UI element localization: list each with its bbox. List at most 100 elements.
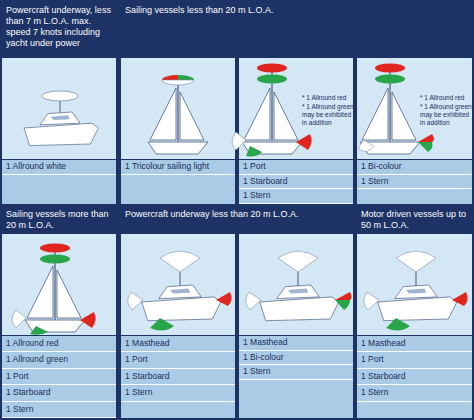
- powercraft-bicolour-part: [335, 300, 350, 310]
- motor-vessel-part: [452, 292, 468, 306]
- light-item: 1 Port: [239, 160, 353, 175]
- sailboat-sidelights-part: [257, 75, 287, 84]
- footnote: * 1 Allround green may be exhibited in a…: [420, 103, 472, 127]
- powercraft-sidelights-part: [142, 271, 221, 320]
- light-item: 1 Stern: [357, 385, 472, 401]
- cell-background: [2, 58, 472, 335]
- footnote: * 1 Allround green may be exhibited in a…: [302, 103, 354, 127]
- footnote: * 1 Allround red: [302, 94, 354, 102]
- light-item: 1 Masthead: [357, 336, 472, 352]
- powercraft-sidelights-part: [160, 251, 200, 272]
- motor-vessel-part: [378, 271, 457, 320]
- light-item: 1 Stern: [2, 402, 116, 418]
- sailboat-sidelights-part: [246, 146, 262, 157]
- light-item: 1 Tricolour sailing light: [121, 160, 235, 175]
- header-band: Motor driven vessels up to 50 m L.O.A.: [357, 206, 472, 233]
- light-item: 1 Starboard: [2, 385, 116, 401]
- header-text: Powercraft underway, less than 7 m L.O.A…: [6, 5, 112, 49]
- sailboat-large-part: [80, 312, 96, 328]
- motor-vessel-part: [364, 292, 379, 310]
- sailboat-tricolour-part: [162, 75, 178, 80]
- sailboat-large-part: [30, 326, 48, 335]
- light-item: 1 Starboard: [239, 175, 353, 190]
- sailboat-large-part: [12, 310, 26, 328]
- sailboat-sidelights-part: [257, 64, 287, 73]
- powercraft-allround-part: [42, 91, 78, 101]
- powercraft-bicolour-part: [260, 271, 339, 320]
- cell-background-part: [121, 234, 235, 335]
- light-item: 1 Bi-colour: [239, 351, 353, 366]
- header-text: Sailing vessels more than 20 m L.O.A.: [6, 209, 112, 231]
- sailboat-bicolour-part: [418, 142, 433, 152]
- motor-vessel: [364, 251, 468, 331]
- sailboat-sidelights-part: [296, 134, 312, 150]
- light-item: 1 Starboard: [357, 369, 472, 385]
- header-text: Motor driven vessels up to 50 m L.O.A.: [361, 209, 468, 231]
- header-band: Powercraft underway less than 20 m L.O.A…: [121, 206, 353, 233]
- powercraft-bicolour-part: [246, 292, 261, 310]
- sailboat-large: [12, 244, 96, 335]
- powercraft-bicolour: [246, 251, 352, 321]
- powercraft-allround-part: [24, 99, 98, 145]
- powercraft-sidelights: [128, 251, 232, 331]
- light-item: 1 Allround green: [2, 352, 116, 368]
- sailboat-bicolour-part: [418, 134, 434, 142]
- light-item: 1 Stern: [357, 175, 472, 190]
- light-list-cell: 1 Bi-colour1 Stern: [357, 160, 472, 204]
- powercraft-bicolour-part: [335, 292, 352, 300]
- header-text: Powercraft underway less than 20 m L.O.A…: [125, 209, 349, 220]
- light-list-cell: 1 Masthead1 Port1 Starboard1 Stern: [357, 336, 472, 418]
- header-band: Powercraft underway, less than 7 m L.O.A…: [2, 2, 116, 57]
- header-band: Sailing vessels more than 20 m L.O.A.: [2, 206, 116, 233]
- light-item: 1 Allround white: [2, 160, 116, 175]
- light-list-cell: 1 Allround white: [2, 160, 116, 204]
- light-list-cell: 1 Tricolour sailing light: [121, 160, 235, 204]
- powercraft-allround: [24, 91, 98, 146]
- sailboat-tricolour-part: [148, 84, 208, 154]
- sailboat-large-part: [40, 244, 70, 253]
- sailboat-tricolour-part: [162, 80, 194, 85]
- cell-background-part: [2, 234, 116, 335]
- light-item: 1 Masthead: [239, 336, 353, 351]
- cell-background-part: [239, 234, 353, 335]
- light-list-cell: 1 Allround red1 Allround green1 Port1 St…: [2, 336, 116, 418]
- motor-vessel-part: [396, 251, 436, 272]
- light-list-cell: 1 Masthead1 Bi-colour1 Stern: [239, 336, 353, 418]
- light-list-cell: 1 Masthead1 Port1 Starboard1 Stern: [121, 336, 235, 418]
- light-item: 1 Port: [2, 369, 116, 385]
- cell-background-part: [2, 58, 116, 159]
- sailboat-sidelights-part: [232, 132, 246, 150]
- light-item: 1 Starboard: [121, 369, 235, 385]
- sailboat-large-part: [40, 255, 70, 264]
- sailboat-tricolour: [148, 75, 208, 154]
- powercraft-sidelights-part: [150, 318, 174, 331]
- sailboat-tricolour-part: [178, 75, 194, 80]
- light-item: 1 Port: [121, 352, 235, 368]
- powercraft-sidelights-part: [128, 292, 143, 310]
- light-item: 1 Stern: [239, 189, 353, 204]
- cell-background-part: [121, 58, 235, 159]
- light-item: 1 Stern: [239, 365, 353, 380]
- light-item: 1 Stern: [121, 385, 235, 401]
- footnote: * 1 Allround red: [420, 94, 472, 102]
- motor-vessel-part: [386, 318, 410, 331]
- powercraft-bicolour-part: [278, 251, 318, 272]
- header-text: Sailing vessels less than 20 m L.O.A.: [125, 5, 468, 16]
- cell-background-part: [239, 58, 353, 159]
- cell-background-part: [357, 234, 472, 335]
- light-item: 1 Masthead: [121, 336, 235, 352]
- light-item: 1 Port: [357, 352, 472, 368]
- sailboat-sidelights: [232, 64, 312, 157]
- light-item: 1 Bi-colour: [357, 160, 472, 175]
- cell-background-part: [357, 58, 472, 159]
- sailboat-bicolour-part: [375, 64, 405, 73]
- sailboat-bicolour-part: [358, 140, 374, 152]
- powercraft-sidelights-part: [216, 292, 232, 306]
- light-list-cell: 1 Port1 Starboard1 Stern: [239, 160, 353, 204]
- header-band: Sailing vessels less than 20 m L.O.A.: [121, 2, 472, 57]
- light-item: 1 Allround red: [2, 336, 116, 352]
- sailboat-large-part: [25, 262, 85, 332]
- sailboat-sidelights-part: [242, 84, 302, 154]
- sailboat-bicolour-part: [375, 75, 405, 84]
